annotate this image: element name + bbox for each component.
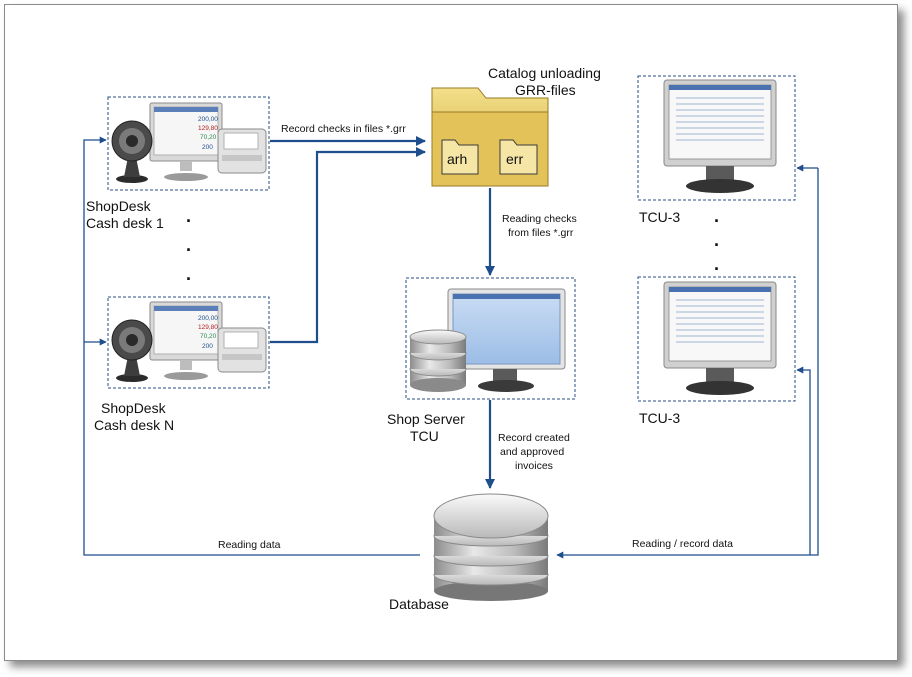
cashN-label-2: Cash desk N	[94, 417, 174, 433]
tcu-bottom-label: TCU-3	[639, 410, 680, 426]
ellipsis-right-3: .	[714, 254, 719, 274]
cashN-box	[107, 296, 270, 389]
edge-tcu-to-database	[556, 168, 819, 559]
dashed-groups	[107, 75, 796, 402]
server-label-1: Shop Server	[387, 411, 465, 427]
folder-arh: arh	[441, 139, 479, 175]
tcu-top-label: TCU-3	[639, 209, 680, 225]
edge-label-record-created-1: Record created	[498, 432, 570, 444]
cash1-box	[107, 96, 270, 191]
ellipsis-right-2: .	[714, 230, 719, 250]
database-label: Database	[389, 596, 449, 612]
pos-n-screen-value-4: 200	[202, 343, 213, 350]
cash1-label-2: Cash desk 1	[86, 215, 164, 231]
edge-label-reading-record: Reading / record data	[632, 538, 733, 550]
edge-label-record-created-2: and approved	[500, 446, 564, 458]
pos-screen-value-4: 200	[202, 144, 213, 151]
ellipsis-left-2: .	[186, 235, 191, 255]
cashN-label-1: ShopDesk	[101, 400, 167, 416]
tcu-top-monitor	[663, 79, 777, 193]
edge-database-to-cash1	[83, 136, 420, 556]
tcu-top-box	[637, 75, 796, 201]
pos-screen-value-2: 129,80	[198, 125, 218, 132]
tcu-bottom-monitor	[663, 281, 777, 395]
pos-terminal-n: 200,00 129,80 70,20 200	[111, 301, 267, 382]
catalog-folder: arh err	[431, 87, 549, 187]
ellipsis-left-3: .	[186, 264, 191, 284]
catalog-label-2: GRR-files	[515, 82, 576, 98]
edge-label-reading-checks-2: from files *.grr	[508, 227, 574, 239]
database-icon	[433, 493, 549, 601]
edge-label-record-created-3: invoices	[515, 460, 553, 472]
ellipsis-left-1: .	[186, 206, 191, 226]
cash1-label-1: ShopDesk	[86, 198, 152, 214]
server-label-2: TCU	[410, 428, 439, 444]
pos-screen-value-3: 70,20	[200, 134, 217, 141]
folder-err-label: err	[506, 151, 523, 167]
edge-label-record-checks: Record checks in files *.grr	[281, 123, 406, 135]
pos-n-screen-value-2: 129,80	[198, 324, 218, 331]
edge-cashN-to-catalog	[270, 147, 426, 344]
edge-arrow-tcu-bottom	[796, 366, 811, 555]
edge-label-reading-data: Reading data	[218, 539, 281, 551]
pos-terminal-1: 200,00 129,80 70,20 200	[111, 102, 267, 183]
server-disk-stack	[409, 329, 467, 392]
pos-n-screen-value-1: 200,00	[198, 315, 218, 322]
folder-err: err	[499, 139, 538, 175]
pos-n-screen-value-3: 70,20	[200, 333, 217, 340]
pos-screen-value-1: 200,00	[198, 116, 218, 123]
edge-label-reading-checks-1: Reading checks	[502, 213, 577, 225]
shop-server	[409, 288, 566, 392]
tcu-bottom-box	[637, 276, 796, 402]
catalog-label-1: Catalog unloading	[488, 65, 601, 81]
folder-arh-label: arh	[447, 151, 467, 167]
connectors	[83, 136, 819, 559]
ellipsis-right-1: .	[714, 206, 719, 226]
